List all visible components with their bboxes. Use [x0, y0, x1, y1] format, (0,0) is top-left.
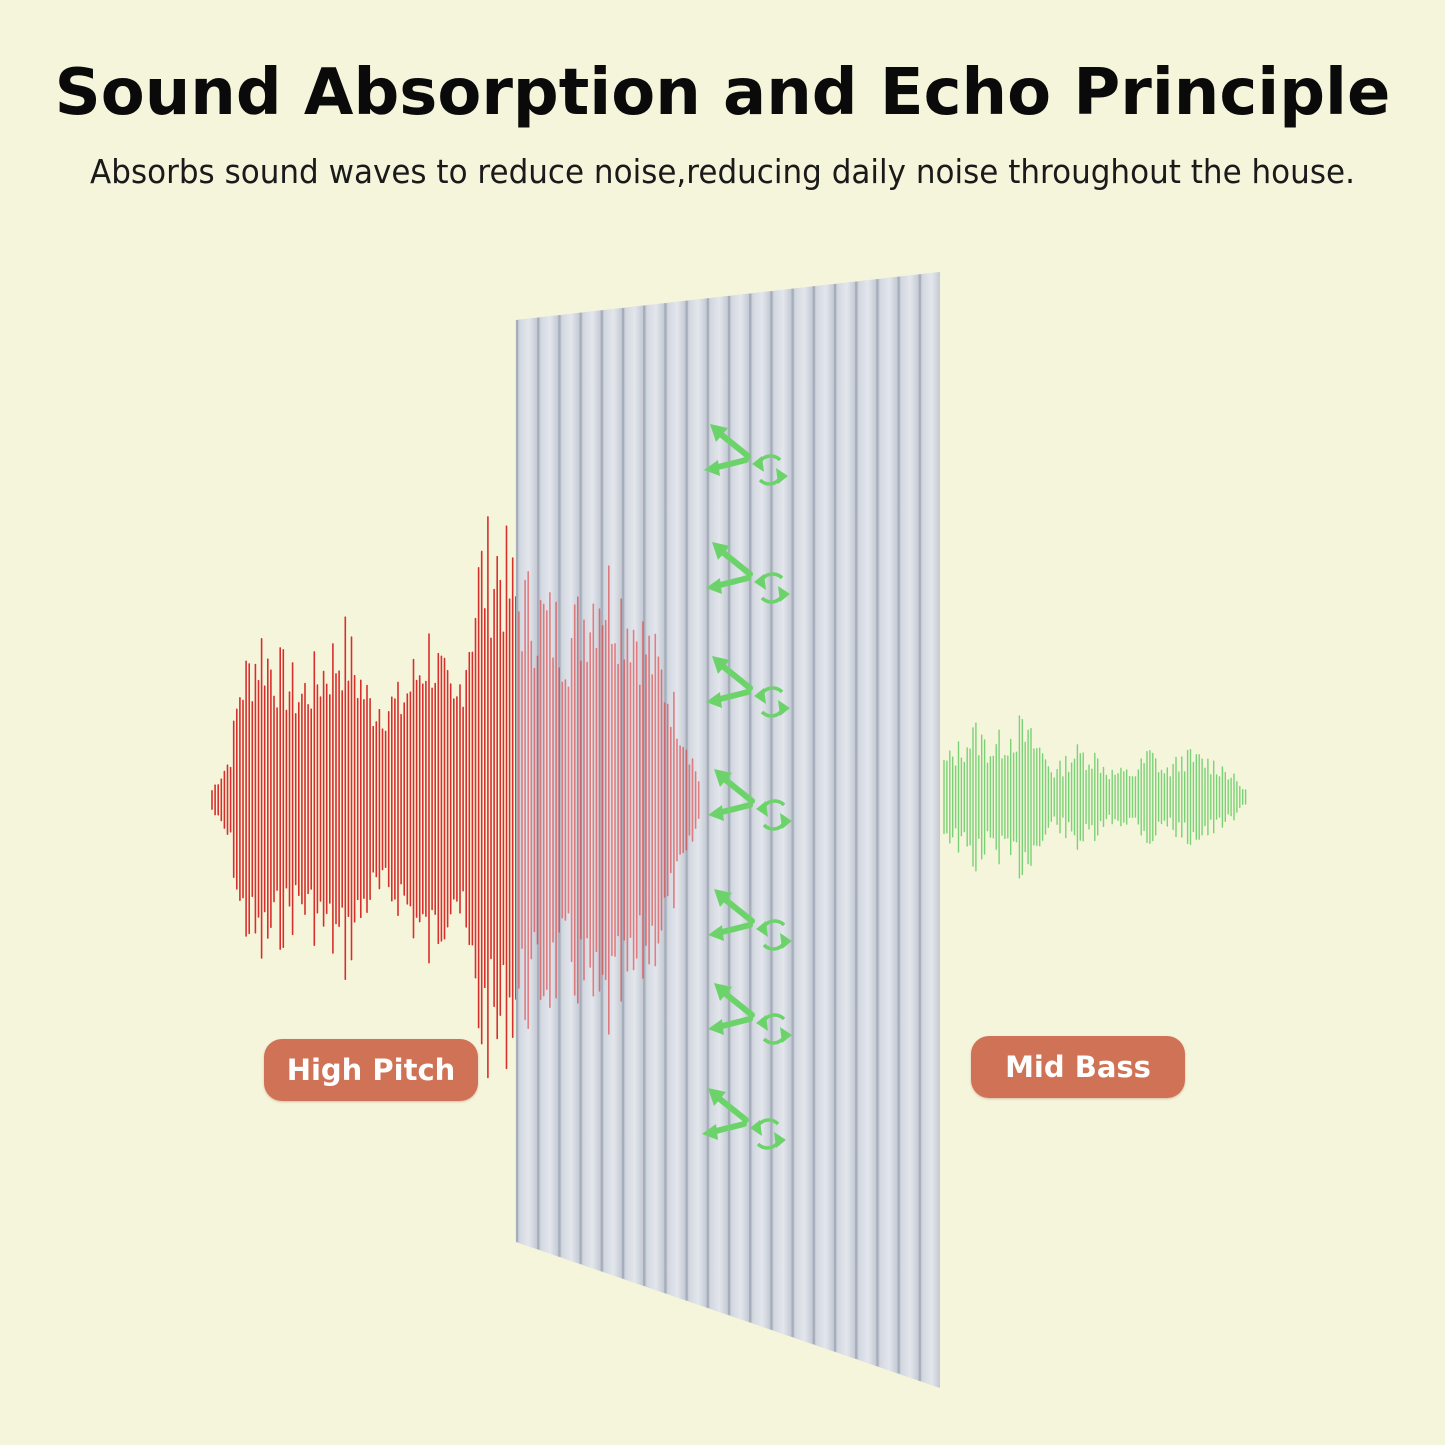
- reflection-icon: [704, 424, 788, 486]
- high-pitch-label: High Pitch: [264, 1039, 478, 1101]
- acoustic-panel: [515, 272, 940, 1388]
- reflection-icon: [706, 542, 790, 604]
- reflection-icon: [706, 656, 790, 718]
- page-subtitle: Absorbs sound waves to reduce noise,redu…: [90, 152, 1355, 191]
- mid-bass-label: Mid Bass: [971, 1036, 1185, 1098]
- reflection-icon: [708, 889, 792, 951]
- reflection-icon: [702, 1088, 786, 1150]
- mid-bass-waveform: [943, 715, 1247, 879]
- reflection-icon: [708, 983, 792, 1045]
- page-title: Sound Absorption and Echo Principle: [54, 56, 1391, 130]
- high-pitch-waveform-overlay: [518, 565, 700, 1035]
- reflection-icons: [702, 424, 792, 1150]
- reflection-icon: [708, 769, 792, 831]
